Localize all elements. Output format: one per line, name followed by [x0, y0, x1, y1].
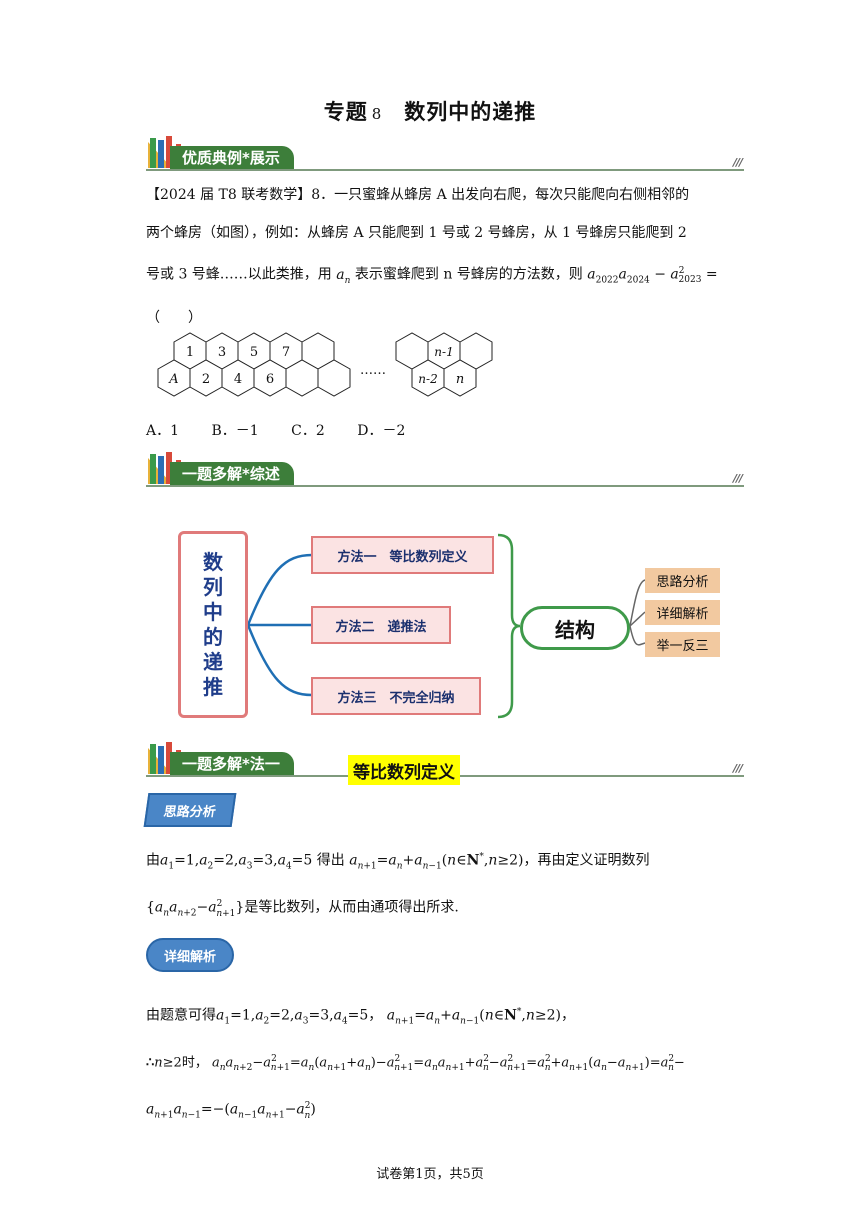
section-divider — [146, 169, 744, 171]
hex-label: 1 — [186, 345, 194, 360]
think-badge: 思路分析 — [143, 793, 237, 827]
hex-dots: …… — [360, 363, 386, 378]
detail-t3: 时， — [181, 1055, 208, 1071]
hex-label: A — [168, 372, 178, 387]
root-char: 的 — [203, 624, 223, 649]
method-1-box: 方法一 等比数列定义 — [311, 536, 494, 574]
section-example-label: 优质典例*展示 — [170, 146, 294, 170]
page-footer: 试卷第1页，共5页 — [376, 1167, 484, 1182]
think-badge-label: 思路分析 — [162, 804, 217, 820]
problem-source: 【2024 届 T8 联考数学】8． — [146, 187, 335, 203]
method-3-box: 方法三 不完全归纳 — [311, 677, 481, 715]
title-number: 8 — [371, 105, 383, 123]
problem-text: 【2024 届 T8 联考数学】8．一只蜜蜂从蜂房 A 出发向右爬，每次只能爬向… — [146, 176, 746, 337]
hex-label: 2 — [202, 372, 210, 387]
section-overview-label: 一题多解*综述 — [170, 462, 294, 486]
part-detail: 详细解析 — [645, 600, 720, 625]
root-char: 中 — [203, 599, 223, 624]
analysis-t2: 得出 — [316, 852, 345, 869]
detail-t1: 由题意可得 — [146, 1007, 216, 1024]
analysis-t1: 由 — [146, 852, 160, 869]
mindmap-root: 数 列 中 的 递 推 — [178, 531, 248, 718]
hex-label: 7 — [282, 345, 290, 360]
problem-line1: 一只蜜蜂从蜂房 A 出发向右爬，每次只能爬向右侧相邻的 — [334, 187, 690, 203]
problem-blank: （ ） — [146, 310, 202, 327]
part-practice: 举一反三 — [645, 632, 720, 657]
root-char: 推 — [203, 674, 223, 699]
hex-label: n-2 — [418, 372, 437, 386]
title-prefix: 专题 — [323, 100, 368, 124]
section-method1-label: 一题多解*法一 — [170, 752, 294, 776]
slashes-mark: /// — [732, 156, 743, 169]
method-2-box: 方法二 递推法 — [311, 606, 451, 644]
detail-badge-label: 详细解析 — [163, 949, 216, 965]
hex-label: n — [456, 372, 464, 387]
slashes-mark: /// — [732, 762, 743, 775]
problem-line3a: 号或 3 号蜂……以此类推，用 — [146, 266, 337, 283]
section-divider — [146, 485, 744, 487]
part-analysis: 思路分析 — [645, 568, 720, 593]
choice-c[interactable]: C．2 — [291, 423, 325, 439]
section-example-header: 优质典例*展示 /// — [146, 136, 744, 176]
analysis-text: 由a1=1,a2=2,a3=3,a4=5 得出 an+1=an+an−1(n∈N… — [146, 852, 650, 919]
analysis-t3: ，再由定义证明数列 — [523, 852, 650, 869]
section-overview-header: 一题多解*综述 /// — [146, 452, 744, 492]
method1-title: 等比数列定义 — [348, 755, 460, 785]
choice-a[interactable]: A．1 — [146, 423, 180, 439]
slashes-mark: /// — [732, 472, 743, 485]
hex-label: 6 — [266, 372, 274, 387]
therefore-symbol: ∴ — [146, 1055, 155, 1071]
detail-text: 由题意可得a1=1,a2=2,a3=3,a4=5， an+1=an+an−1(n… — [146, 1007, 685, 1121]
detail-badge: 详细解析 — [146, 938, 234, 972]
root-char: 数 — [203, 549, 223, 574]
title-text: 数列中的递推 — [404, 100, 537, 124]
hex-label: n-1 — [434, 345, 453, 359]
honeycomb-figure: 1 3 5 7 A 2 4 6 …… n-1 n-2 n — [157, 332, 493, 397]
answer-choices: A．1 B．－1 C．2 D．－2 — [146, 420, 433, 440]
structure-node: 结构 — [520, 606, 630, 650]
hex-label: 5 — [250, 345, 258, 360]
analysis-t4: 是等比数列，从而由通项得出所求. — [244, 900, 459, 917]
root-char: 递 — [203, 649, 223, 674]
root-char: 列 — [203, 574, 223, 599]
hex-label: 4 — [234, 372, 242, 387]
problem-line2: 两个蜂房（如图），例如：从蜂房 A 只能爬到 1 号或 2 号蜂房，从 1 号蜂… — [146, 225, 687, 241]
choice-b[interactable]: B．－1 — [211, 423, 259, 439]
problem-line3b: 表示蜜蜂爬到 n 号蜂房的方法数，则 — [350, 266, 588, 283]
hex-label: 3 — [218, 345, 226, 360]
choice-d[interactable]: D．－2 — [357, 423, 406, 439]
